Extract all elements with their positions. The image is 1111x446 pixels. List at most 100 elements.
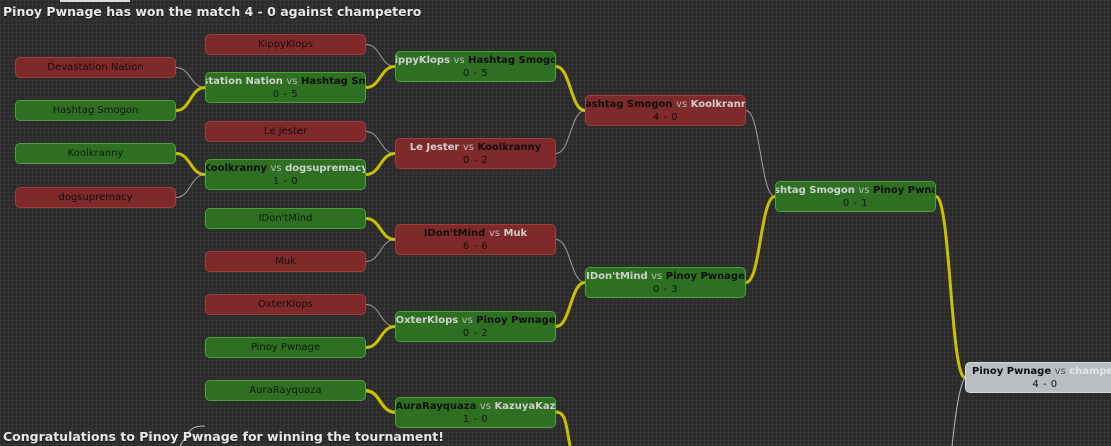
vs-label: vs bbox=[488, 227, 500, 239]
entry-name: Devastation Nation bbox=[47, 62, 144, 73]
player-name: Le Jester bbox=[409, 141, 460, 153]
entry-name: Le Jester bbox=[263, 126, 308, 137]
entry-name: IDon'tMind bbox=[258, 213, 313, 224]
vs-label: vs bbox=[461, 314, 473, 326]
match-score: 4 - 0 bbox=[1032, 378, 1058, 390]
match-players: Hashtag Smogon vs Pinoy Pwnage bbox=[776, 184, 935, 197]
player-name: IDon'tMind bbox=[423, 227, 486, 239]
vs-label: vs bbox=[462, 141, 474, 153]
winner-path-line bbox=[365, 152, 396, 176]
bracket-entry[interactable]: Le Jester bbox=[205, 121, 366, 142]
vs-label: vs bbox=[858, 184, 870, 196]
player-name: AuraRayquaza bbox=[395, 400, 477, 412]
match-score: 0 - 5 bbox=[272, 88, 299, 100]
entry-name: AuraRayquaza bbox=[249, 385, 322, 396]
player-name: Hashtag Smogon bbox=[776, 184, 855, 196]
entry-name: KippyKlops bbox=[258, 39, 313, 50]
bracket-entry[interactable]: KippyKlops bbox=[205, 34, 366, 55]
bracket-entry[interactable]: Devastation Nation bbox=[15, 57, 176, 78]
winner-path-line bbox=[745, 195, 776, 284]
match-score: 0 - 2 bbox=[462, 154, 489, 166]
bracket-line bbox=[365, 131, 396, 154]
match-players: Pinoy Pwnage vs champetero bbox=[966, 365, 1111, 378]
vs-label: vs bbox=[676, 98, 688, 110]
bracket-line bbox=[365, 304, 396, 327]
entry-name: dogsupremacy bbox=[58, 192, 133, 203]
winner-path-line bbox=[555, 410, 572, 446]
tournament-winner-message: Congratulations to Pinoy Pwnage for winn… bbox=[3, 429, 444, 444]
player-name: champetero bbox=[1069, 365, 1111, 377]
bracket-entry[interactable]: dogsupremacy bbox=[15, 187, 176, 208]
player-name: KazuyaKaz bbox=[494, 400, 556, 412]
match-score: 0 - 5 bbox=[462, 67, 489, 79]
bracket-entry[interactable]: Koolkranny bbox=[15, 143, 176, 164]
match-players: AuraRayquaza vs KazuyaKaz bbox=[395, 400, 556, 413]
vs-label: vs bbox=[286, 75, 298, 87]
player-name: Devastation Nation bbox=[206, 75, 283, 87]
match-players: OxterKlops vs Pinoy Pwnage bbox=[395, 314, 555, 327]
winner-path-line bbox=[365, 325, 396, 349]
bracket-line bbox=[175, 174, 206, 198]
match-score: 0 - 2 bbox=[462, 327, 489, 339]
bracket-line bbox=[555, 239, 586, 283]
winner-path-line bbox=[365, 217, 396, 241]
player-name: Koolkranny bbox=[205, 162, 267, 174]
match-players: Le Jester vs Koolkranny bbox=[410, 141, 542, 154]
match-players: IDon'tMind vs Muk bbox=[424, 227, 527, 240]
match-players: KippyKlops vs Hashtag Smogon bbox=[396, 54, 556, 67]
match-score: 1 - 0 bbox=[462, 413, 489, 425]
vs-label: vs bbox=[651, 270, 663, 282]
vs-label: vs bbox=[270, 162, 282, 174]
player-name: Pinoy Pwnage bbox=[873, 184, 935, 196]
entry-name: Muk bbox=[275, 256, 296, 267]
bracket-entry[interactable]: OxterKlops bbox=[205, 294, 366, 315]
vs-label: vs bbox=[1054, 365, 1066, 377]
vs-label: vs bbox=[453, 54, 465, 66]
entry-name: Koolkranny bbox=[67, 148, 124, 159]
bracket-line bbox=[555, 110, 586, 154]
match-card[interactable]: Hashtag Smogon vs Koolkranny4 - 0 bbox=[585, 95, 746, 126]
final-match-card[interactable]: Pinoy Pwnage vs champetero4 - 0 bbox=[965, 362, 1111, 393]
bracket-line bbox=[175, 67, 206, 88]
match-players: Devastation Nation vs Hashtag Smogon bbox=[206, 75, 365, 88]
entry-name: Hashtag Smogon bbox=[52, 105, 139, 116]
bracket-line bbox=[365, 44, 396, 67]
winner-path-line bbox=[934, 195, 967, 379]
player-name: Koolkranny bbox=[477, 141, 542, 153]
bracket-line bbox=[179, 425, 206, 446]
vs-label: vs bbox=[479, 400, 491, 412]
match-score: 1 - 0 bbox=[272, 175, 299, 187]
entry-name: OxterKlops bbox=[258, 299, 313, 310]
winner-path-line bbox=[555, 281, 586, 328]
match-players: Hashtag Smogon vs Koolkranny bbox=[585, 98, 745, 111]
match-score: 6 - 6 bbox=[462, 240, 489, 252]
player-name: dogsupremacy bbox=[285, 162, 366, 174]
bracket-entry[interactable]: AuraRayquaza bbox=[205, 380, 366, 401]
bracket-entry[interactable]: IDon'tMind bbox=[205, 208, 366, 229]
match-players: IDon'tMind vs Pinoy Pwnage bbox=[586, 270, 745, 283]
player-name: Pinoy Pwnage bbox=[972, 365, 1052, 377]
player-name: KippyKlops bbox=[396, 54, 451, 66]
player-name: Koolkranny bbox=[690, 98, 745, 110]
player-name: Muk bbox=[503, 227, 528, 239]
player-name: Hashtag Smogon bbox=[468, 54, 556, 66]
player-name: OxterKlops bbox=[395, 314, 459, 326]
bracket-line bbox=[745, 110, 776, 197]
bracket-entry[interactable]: Muk bbox=[205, 251, 366, 272]
bracket-entry[interactable]: Hashtag Smogon bbox=[15, 100, 176, 121]
player-name: Hashtag Smogon bbox=[585, 98, 673, 110]
bracket-entry[interactable]: Pinoy Pwnage bbox=[205, 337, 366, 358]
player-name: Hashtag Smogon bbox=[300, 75, 365, 87]
player-name: IDon'tMind bbox=[586, 270, 648, 282]
winner-path-line bbox=[365, 389, 396, 414]
